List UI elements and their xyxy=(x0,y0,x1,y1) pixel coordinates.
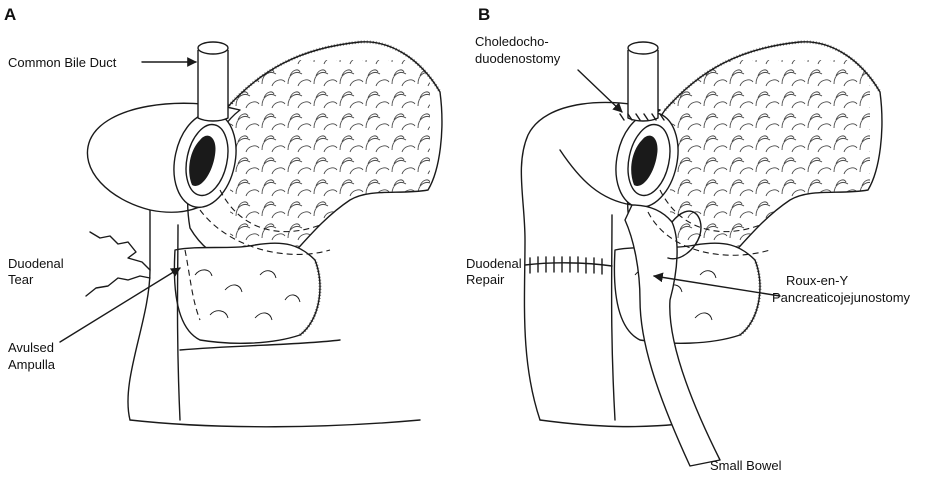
label-avulsed-ampulla-1: Avulsed xyxy=(8,340,54,355)
label-duodenal-tear-1: Duodenal xyxy=(8,256,64,271)
bile-duct xyxy=(628,50,658,121)
suture-stitches xyxy=(530,257,602,274)
pancreas-head xyxy=(174,243,320,343)
label-duodenal-repair-2: Repair xyxy=(466,272,505,287)
panel-a-letter: A xyxy=(4,5,16,24)
panel-a: A Common Bile Duct Duodenal xyxy=(4,5,442,427)
label-roux-2: Pancreaticojejunostomy xyxy=(772,290,911,305)
label-avulsed-ampulla-2: Ampulla xyxy=(8,357,56,372)
panel-b-letter: B xyxy=(478,5,490,24)
label-small-bowel: Small Bowel xyxy=(710,458,782,473)
bile-duct xyxy=(198,50,228,121)
label-choledocho-2: duodenostomy xyxy=(475,51,561,66)
label-duodenal-repair-1: Duodenal xyxy=(466,256,522,271)
panel-b: B xyxy=(466,5,911,473)
label-roux-1: Roux-en-Y xyxy=(786,273,848,288)
label-duodenal-tear-2: Tear xyxy=(8,272,34,287)
label-choledocho-1: Choledocho- xyxy=(475,34,549,49)
label-common-bile-duct: Common Bile Duct xyxy=(8,55,117,70)
duodenal-tear-edge xyxy=(86,232,150,296)
